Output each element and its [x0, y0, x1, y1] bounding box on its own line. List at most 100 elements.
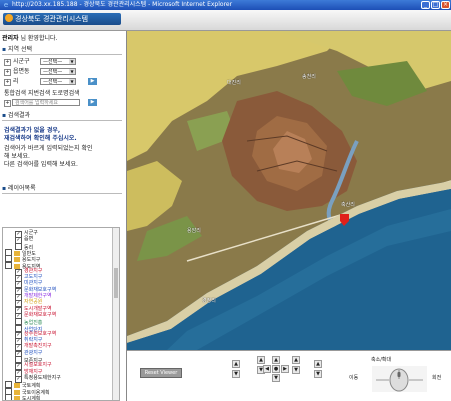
- dropdown-arrow-icon: ▼: [69, 79, 75, 84]
- eupmyeondong-select[interactable]: —선택—▼: [40, 68, 76, 75]
- layer-label: 읍면: [24, 236, 34, 243]
- layer-label: 문화재보호구역: [24, 311, 57, 318]
- zoom-out-small-button[interactable]: ▼: [232, 370, 240, 378]
- map-label-5: 경정리: [202, 298, 216, 304]
- result-note-line1: 검색결과가 없을 경우,: [4, 127, 61, 134]
- search-option-integrated[interactable]: 통합검색: [4, 90, 27, 97]
- layer-item[interactable]: 동리: [15, 242, 34, 251]
- layer-label: 개발제한구역: [24, 293, 52, 299]
- search-input[interactable]: 검색어를 입력하세요: [12, 99, 80, 106]
- layer-checkbox[interactable]: [5, 393, 12, 400]
- layer-label: 국토이용계획: [22, 389, 50, 396]
- zoom-in-button[interactable]: ▲: [314, 360, 322, 368]
- layer-item[interactable]: 용도지역: [5, 261, 40, 270]
- pan-center-button[interactable]: ●: [272, 365, 280, 373]
- pan-left-button[interactable]: ◀: [263, 365, 271, 373]
- window-title: http://203.xx.185.188 - 경상북도 경관관리시스템 - M…: [12, 1, 233, 8]
- title-bar: e http://203.xx.185.188 - 경상북도 경관관리시스템 -…: [0, 0, 451, 10]
- folder-icon: [14, 263, 20, 269]
- map-label-3: 축산리: [341, 202, 355, 208]
- layer-label: 도시계획: [22, 395, 41, 401]
- pan-down-button[interactable]: ▼: [272, 374, 280, 382]
- zoom-out-button[interactable]: ▼: [314, 370, 322, 378]
- rotate-up-button[interactable]: ▲: [292, 356, 300, 364]
- maximize-button[interactable]: □: [431, 1, 440, 9]
- viewer-controls: Reset Viewer ▲ ▼ ▲ ▼ ▲ ◀ ● ▶ ▼ ▲ ▼ ▲ ▼ 축…: [127, 350, 451, 401]
- mouse-hint-left: 이동: [349, 375, 359, 381]
- search-option-jibun[interactable]: 지번검색: [28, 90, 51, 97]
- search-options: 통합검색 지번검색 도로명검색: [4, 90, 80, 98]
- scrollbar-thumb[interactable]: [114, 268, 118, 298]
- layer-list-scrollbar[interactable]: [112, 228, 119, 400]
- app-header: 경상북도 경관관리시스템 ▣ ⎙: [0, 10, 451, 40]
- layer-section-title: 레이어목록: [8, 185, 36, 192]
- search-button[interactable]: ▶: [88, 99, 97, 106]
- sigungu-field-label: +시군구: [4, 58, 30, 66]
- mouse-hint-title: 축소/확대: [371, 357, 392, 363]
- layer-label: 일반도: [22, 250, 36, 257]
- layer-item[interactable]: 산업단지: [15, 324, 43, 333]
- mouse-hint-right: 회전: [432, 375, 442, 381]
- map-label-2: 대진리: [227, 80, 241, 86]
- expand-icon[interactable]: +: [4, 79, 11, 86]
- result-section-header[interactable]: ▪ 검색결과: [2, 111, 122, 121]
- eupmyeondong-field-label: +읍면동: [4, 68, 30, 76]
- location-go-button[interactable]: ▶: [88, 78, 97, 85]
- layer-label: 도시개발구역: [24, 305, 52, 312]
- close-button[interactable]: ×: [441, 1, 450, 9]
- ie-icon: e: [3, 1, 9, 9]
- layer-label: 동리: [24, 244, 34, 251]
- layer-item[interactable]: ✓특정용도제한지구: [15, 374, 61, 383]
- layer-label: 보존지구: [24, 358, 43, 364]
- expand-icon[interactable]: +: [4, 69, 11, 76]
- mouse-icon: [372, 366, 427, 392]
- layer-checkbox[interactable]: [15, 324, 22, 332]
- folder-icon: [14, 389, 20, 395]
- layer-checkbox[interactable]: [15, 356, 22, 363]
- expand-icon[interactable]: +: [4, 59, 11, 66]
- layer-item[interactable]: 도시계획: [5, 393, 41, 401]
- layer-checkbox[interactable]: [15, 242, 22, 250]
- layer-section-header[interactable]: ▪ 레이어목록: [2, 184, 122, 194]
- map-label-4: 용암리: [187, 228, 201, 234]
- layer-label: 경관지구: [24, 267, 43, 274]
- layer-label: 고도지구: [24, 274, 43, 281]
- ri-field-label: +리: [4, 78, 19, 86]
- app-logo[interactable]: 경상북도 경관관리시스템: [3, 13, 121, 25]
- folder-icon: [14, 395, 20, 400]
- layer-checkbox[interactable]: [5, 261, 12, 269]
- layer-item[interactable]: 보존지구: [15, 356, 43, 364]
- tilt-up-button[interactable]: ▲: [257, 356, 265, 364]
- pan-right-button[interactable]: ▶: [281, 365, 289, 373]
- sigungu-select[interactable]: —선택—▼: [40, 58, 76, 65]
- dropdown-arrow-icon: ▼: [69, 69, 75, 74]
- logo-text: 경상북도 경관관리시스템: [15, 15, 89, 23]
- map-3d-view[interactable]: 송천리 대진리 축산리 용암리 경정리: [127, 31, 451, 350]
- terrain-render: [127, 31, 451, 350]
- pan-up-button[interactable]: ▲: [272, 356, 280, 364]
- layer-label: 용도지구: [22, 257, 41, 264]
- layer-label: 국토계획: [22, 383, 41, 390]
- section-bullet-icon: ▪: [2, 185, 7, 192]
- layer-label: 산업단지: [24, 326, 43, 333]
- status-bar: ◍ 인터넷: [370, 392, 451, 401]
- map-label-1: 송천리: [302, 74, 316, 80]
- globe-icon: ◍: [370, 393, 375, 399]
- layer-label: 특정용도제한지구: [24, 374, 61, 381]
- minimize-button[interactable]: _: [421, 1, 430, 9]
- result-note-line2: 재검색하여 확인해 주십시오.: [4, 135, 77, 142]
- location-section-header[interactable]: ▪ 지역 선택: [2, 45, 122, 55]
- rotate-down-button[interactable]: ▼: [292, 366, 300, 374]
- ri-select[interactable]: —선택—▼: [40, 78, 76, 85]
- expand-icon[interactable]: +: [4, 100, 11, 107]
- dropdown-arrow-icon: ▼: [69, 59, 75, 64]
- section-bullet-icon: ▪: [2, 46, 7, 53]
- search-option-road[interactable]: 도로명검색: [52, 90, 80, 97]
- result-note-line4: 해 보세요.: [4, 153, 30, 160]
- welcome-line: 관리자 님 환영합니다.: [2, 33, 57, 42]
- zoom-in-small-button[interactable]: ▲: [232, 360, 240, 368]
- layer-checkbox[interactable]: ✓: [15, 375, 22, 383]
- layer-label: 시설보호지구: [24, 362, 52, 369]
- reset-viewer-button[interactable]: Reset Viewer: [140, 368, 182, 378]
